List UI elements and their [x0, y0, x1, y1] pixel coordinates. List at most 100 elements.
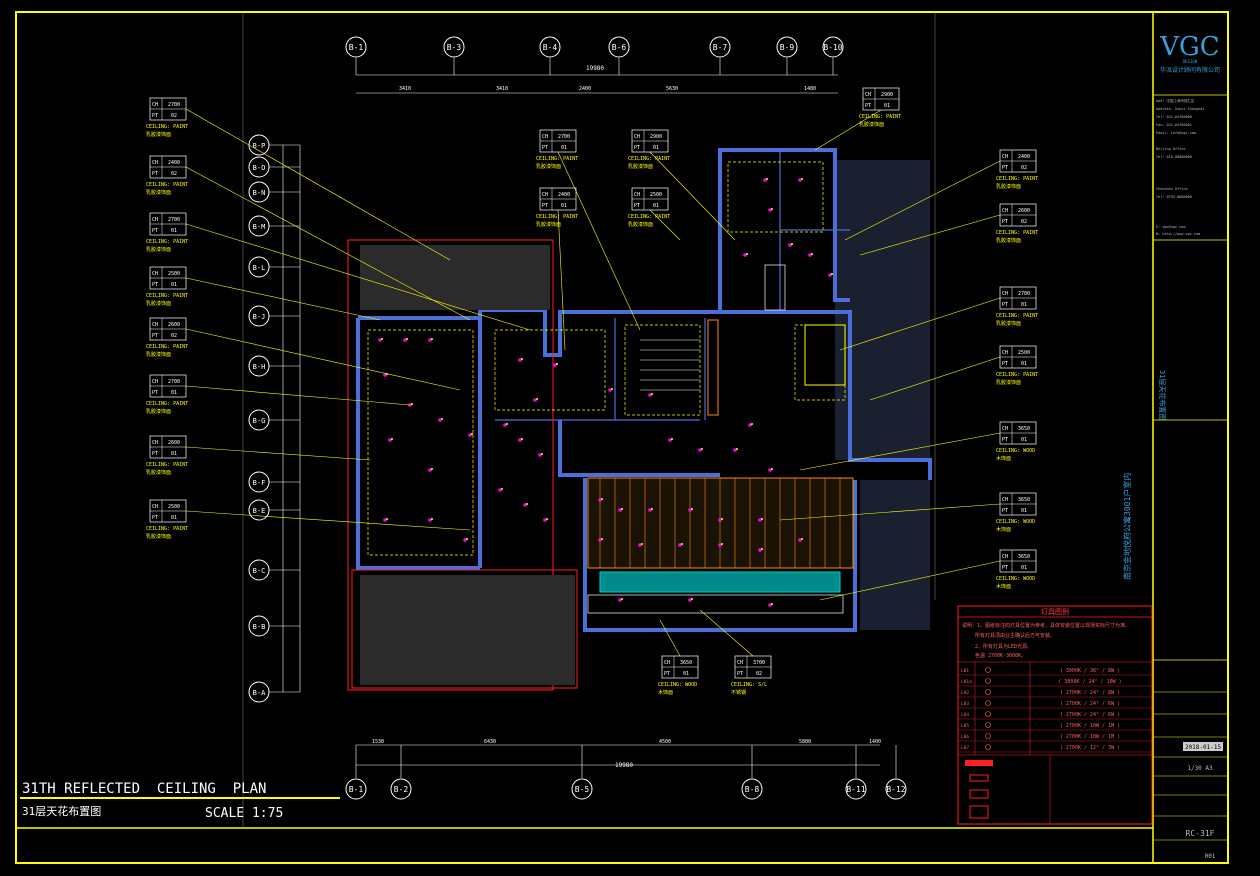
dim-label: 2400: [579, 86, 591, 92]
grid-bubble: [571, 778, 593, 800]
grid-bubble: [608, 36, 630, 58]
tag-note: CEILING: PAINT: [628, 156, 670, 162]
downlight-center: [761, 548, 763, 550]
grid-label: B-1: [349, 785, 364, 794]
grid-bubble: [248, 499, 270, 521]
tag-pt-label: PT: [152, 282, 158, 288]
tb-scale: 1/30 A3: [1187, 765, 1213, 772]
dim-label: 6430: [484, 739, 496, 745]
grid-label: B-10: [823, 43, 842, 52]
downlight: [403, 338, 407, 342]
svg-text:W: http://www.vgc.com: W: http://www.vgc.com: [1156, 232, 1200, 236]
tag-pt-value: 01: [1021, 361, 1027, 367]
dim-label: 1480: [804, 86, 816, 92]
legend-spec: ( 2700K / 24° / 6W ): [1060, 701, 1120, 707]
downlight: [763, 178, 767, 182]
grid-left: B-PB-OB-NB-MB-LB-JB-HB-GB-FB-EB-CB-BB-A: [248, 134, 300, 703]
tag-note: CEILING: PAINT: [146, 239, 188, 245]
dimension-top: [356, 74, 838, 94]
leader-line: [779, 503, 1001, 521]
tag-ch-label: CH: [152, 160, 158, 166]
grid-bubble: [822, 36, 844, 58]
svg-text:Tel: 021-64760000: Tel: 021-64760000: [1156, 115, 1192, 119]
tag-note: CEILING: PAINT: [146, 526, 188, 532]
tag-pt-label: PT: [152, 451, 158, 457]
dim-top-total: 19980: [586, 65, 604, 72]
grid-label: B-E: [253, 507, 266, 515]
svg-text:Add: 中国上海市徐汇区: Add: 中国上海市徐汇区: [1156, 98, 1195, 103]
tag-ch-label: CH: [1002, 426, 1008, 432]
leader-line: [819, 560, 1001, 601]
leader-line: [185, 108, 451, 261]
tag-ch-label: CH: [152, 504, 158, 510]
tag-pt-label: PT: [1002, 361, 1008, 367]
legend-symbol: [985, 667, 991, 673]
tag-ch-label: CH: [1002, 350, 1008, 356]
downlight-center: [521, 358, 523, 360]
tag-note: CEILING: WOOD: [658, 682, 697, 688]
tag-note: CEILING: PAINT: [146, 401, 188, 407]
tag-pt-value: 01: [561, 145, 567, 151]
legend-code: L05: [961, 723, 969, 729]
legend-code: L06: [961, 734, 969, 740]
grid-label: B-H: [253, 363, 266, 371]
tag-pt-label: PT: [152, 228, 158, 234]
grid-bubble: [248, 471, 270, 493]
grid-label: B-N: [253, 189, 266, 197]
leader-line: [814, 109, 882, 151]
legend-code: L02: [961, 690, 969, 696]
downlight-center: [601, 538, 603, 540]
tag-pt-value: 01: [1021, 302, 1027, 308]
tag-pt-value: 01: [1021, 508, 1027, 514]
grid-bubble: [248, 256, 270, 278]
tag-ch-label: CH: [152, 271, 158, 277]
leader-line: [649, 151, 736, 241]
downlight: [788, 243, 792, 247]
tb-date: 2018-01-15: [1185, 744, 1222, 751]
tag-pt-value: 01: [171, 228, 177, 234]
tag-note-cn: 乳胶漆饰面: [146, 351, 171, 358]
svg-text:Email: info@vgc.com: Email: info@vgc.com: [1156, 131, 1196, 135]
downlight: [668, 438, 672, 442]
tag-note-cn: 乳胶漆饰面: [146, 300, 171, 307]
tag-note-cn: 乳胶漆饰面: [628, 221, 653, 228]
downlight: [798, 538, 802, 542]
tag-ch-value: 3650: [680, 660, 692, 666]
tag-note-cn: 乳胶漆饰面: [536, 163, 561, 170]
downlight: [463, 538, 467, 542]
grid-bubble: [345, 778, 367, 800]
leader-line: [185, 510, 471, 531]
downlight: [648, 393, 652, 397]
tag-ch-label: CH: [152, 379, 158, 385]
downlight-center: [506, 423, 508, 425]
legend-code: L03: [961, 701, 969, 707]
tag-pt-value: 02: [171, 113, 177, 119]
tag-note-cn: 木饰面: [996, 455, 1011, 462]
downlight-center: [386, 518, 388, 520]
downlight-center: [441, 418, 443, 420]
legend-spec: ( 2700K / 12° / 3W ): [1060, 745, 1120, 751]
leader-line: [859, 214, 1001, 256]
leader-line: [557, 151, 641, 331]
tag-ch-label: CH: [1002, 154, 1008, 160]
svg-text:Shenzhen Office: Shenzhen Office: [1156, 187, 1188, 191]
downlight: [678, 543, 682, 547]
tag-pt-value: 01: [653, 145, 659, 151]
svg-text:色温 2700K-3000K。: 色温 2700K-3000K。: [975, 652, 1026, 659]
downlight: [648, 508, 652, 512]
grid-bubble: [248, 409, 270, 431]
leader-line: [844, 160, 1001, 241]
grid-bubble: [776, 36, 798, 58]
downlight-center: [771, 468, 773, 470]
grid-label: B-G: [253, 417, 266, 425]
downlight: [518, 438, 522, 442]
grid-label: B-8: [745, 785, 760, 794]
downlight-center: [701, 448, 703, 450]
downlight-center: [621, 508, 623, 510]
legend-spec: ( 2700K / 10W / 1M ): [1060, 723, 1120, 729]
legend-symbol: [985, 744, 991, 750]
leader-line: [659, 619, 681, 657]
